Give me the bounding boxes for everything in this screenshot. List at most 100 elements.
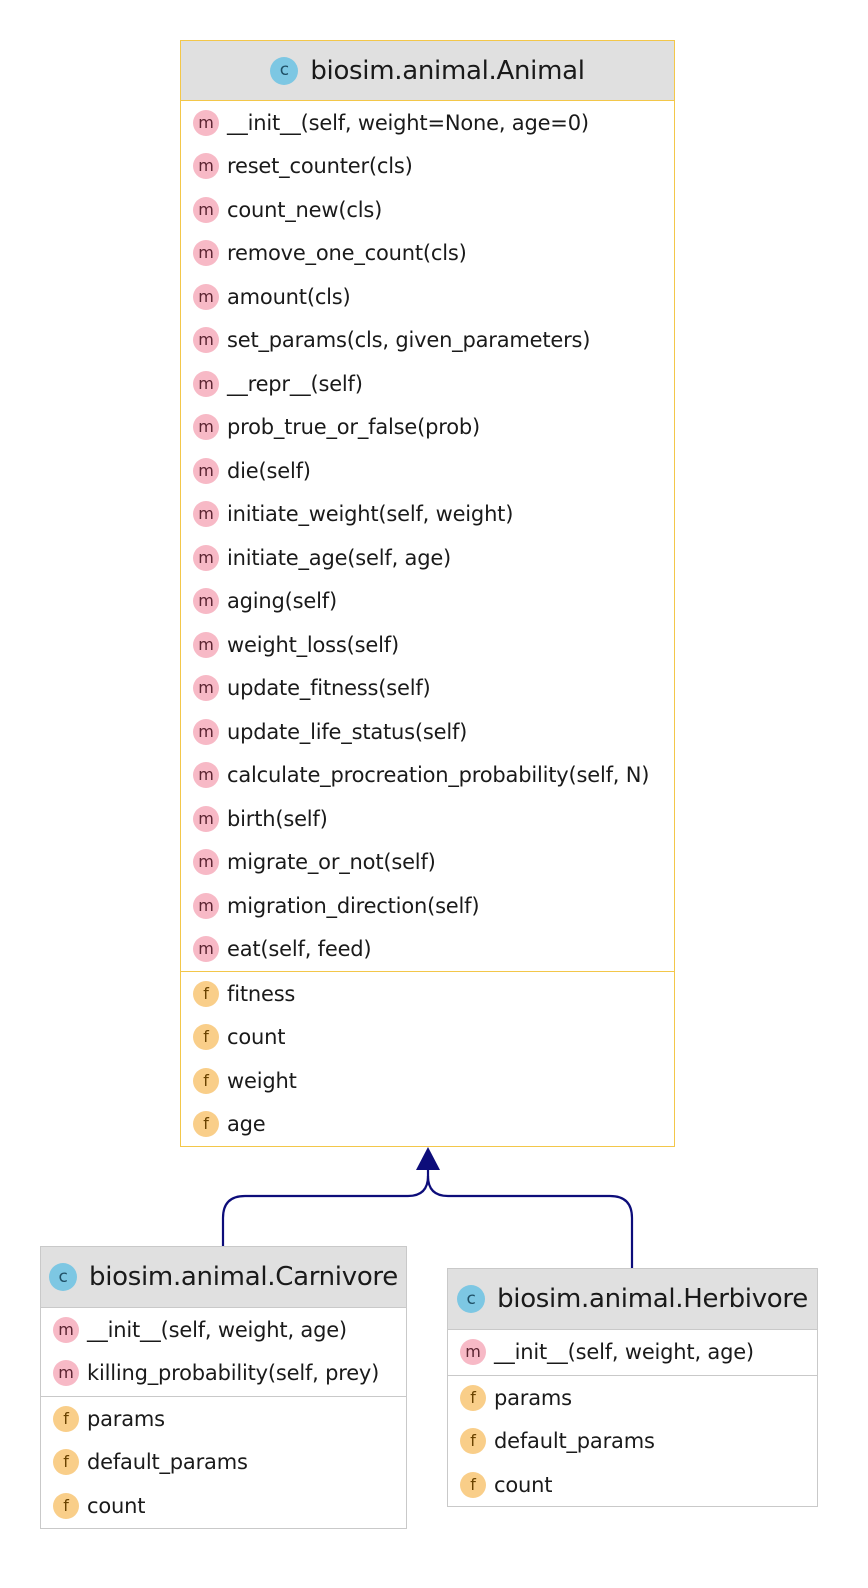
field-icon: f [53,1405,79,1432]
field-name: count [87,1493,146,1518]
method-icon: m [193,544,219,571]
method-icon: m [193,327,219,354]
method-name: aging(self) [227,589,337,614]
method-name: birth(self) [227,806,328,831]
method-row[interactable]: m die(self) [181,449,674,493]
method-name: migrate_or_not(self) [227,850,436,875]
field-icon: f [193,1067,219,1094]
method-name: amount(cls) [227,284,351,309]
method-name: remove_one_count(cls) [227,241,467,266]
class-icon: c [49,1263,78,1291]
inheritance-arrowhead [416,1147,440,1170]
herbivore-inheritance-line [426,1175,634,1268]
field-icon: f [193,1111,219,1138]
field-name: default_params [494,1429,655,1454]
class-herbivore[interactable]: c biosim.animal.Herbivore m __init__(self… [447,1268,818,1507]
method-icon: m [193,675,219,702]
field-name: params [87,1406,165,1431]
field-row[interactable]: f default_params [448,1420,817,1464]
field-name: params [494,1385,572,1410]
method-row[interactable]: m prob_true_or_false(prob) [181,406,674,450]
field-icon: f [460,1428,486,1455]
method-icon: m [193,936,219,963]
method-name: prob_true_or_false(prob) [227,415,480,440]
class-header: c biosim.animal.Carnivore [41,1247,406,1308]
method-icon: m [53,1360,79,1387]
methods-section: m __init__(self, weight, age) [448,1330,817,1376]
field-name: weight [227,1068,297,1093]
method-row[interactable]: m__init__(self, weight=None, age=0) [181,101,674,145]
method-icon: m [193,849,219,876]
method-name: calculate_procreation_probability(self, … [227,763,650,788]
method-name: update_life_status(self) [227,719,468,744]
method-icon: m [460,1338,486,1365]
class-carnivore[interactable]: c biosim.animal.Carnivore m __init__(self… [40,1246,407,1529]
method-row[interactable]: m migrate_or_not(self) [181,841,674,885]
method-row[interactable]: m calculate_procreation_probability(self,… [181,754,674,798]
class-animal[interactable]: c biosim.animal.Animal m__init__(self, w… [180,40,675,1147]
field-icon: f [193,980,219,1007]
field-icon: f [53,1492,79,1519]
method-row[interactable]: m aging(self) [181,580,674,624]
method-row[interactable]: m__repr__(self) [181,362,674,406]
method-name: __init__(self, weight, age) [494,1339,754,1364]
method-icon: m [193,718,219,745]
method-icon: m [193,892,219,919]
method-row[interactable]: m set_params(cls, given_parameters) [181,319,674,363]
method-icon: m [193,457,219,484]
method-row[interactable]: m __init__(self, weight, age) [448,1330,817,1374]
carnivore-inheritance-line [221,1166,430,1246]
method-name: set_params(cls, given_parameters) [227,328,591,353]
method-icon: m [53,1316,79,1343]
method-icon: m [193,414,219,441]
method-icon: m [193,153,219,180]
class-icon: c [457,1285,486,1313]
class-name: biosim.animal.Animal [310,55,585,86]
field-icon: f [460,1471,486,1498]
method-row[interactable]: m __init__(self, weight, age) [41,1308,406,1352]
method-row[interactable]: m killing_probability(self, prey) [41,1352,406,1396]
method-icon: m [193,196,219,223]
method-name: update_fitness(self) [227,676,431,701]
field-row[interactable]: f default_params [41,1441,406,1485]
class-header: c biosim.animal.Animal [181,41,674,101]
method-row[interactable]: m update_life_status(self) [181,710,674,754]
method-icon: m [193,240,219,267]
method-icon: m [193,588,219,615]
method-row[interactable]: m update_fitness(self) [181,667,674,711]
class-name: biosim.animal.Herbivore [497,1284,808,1314]
method-name: __init__(self, weight, age) [87,1317,347,1342]
method-row[interactable]: m remove_one_count(cls) [181,232,674,276]
field-name: default_params [87,1450,248,1475]
method-icon: m [193,109,219,136]
method-name: die(self) [227,458,311,483]
field-icon: f [53,1449,79,1476]
method-name: initiate_weight(self, weight) [227,502,514,527]
method-icon: m [193,762,219,789]
field-name: age [227,1112,266,1137]
class-name: biosim.animal.Carnivore [89,1262,398,1292]
method-name: weight_loss(self) [227,632,399,657]
method-name: killing_probability(self, prey) [87,1361,380,1386]
